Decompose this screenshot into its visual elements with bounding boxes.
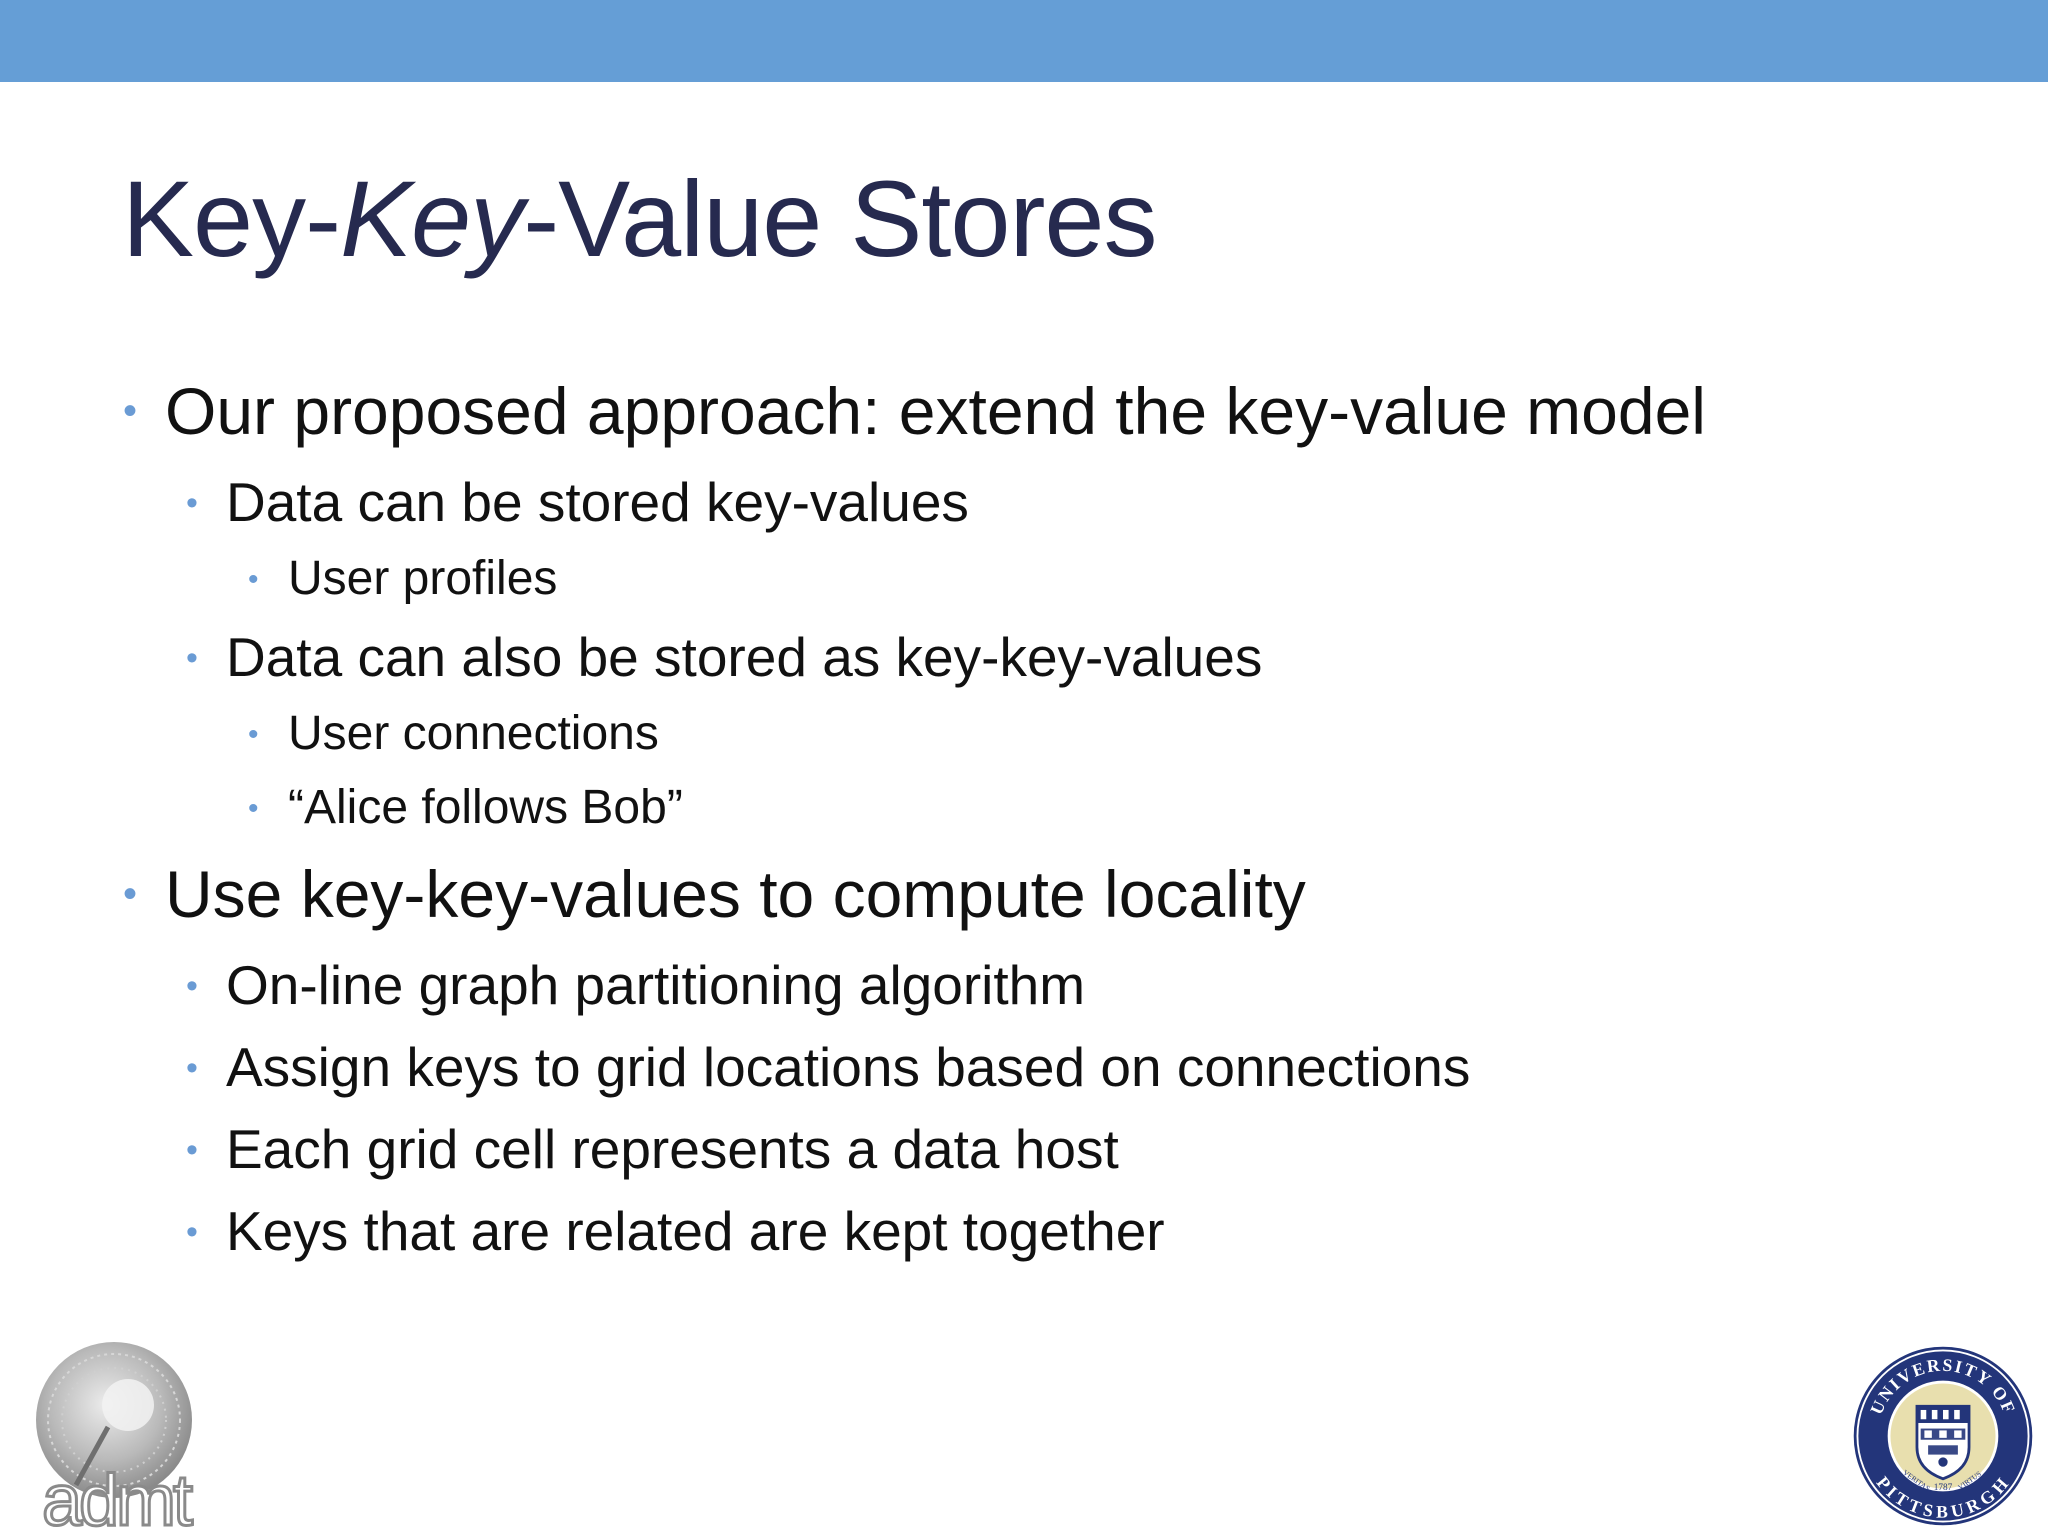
- bullet-dot-icon: •: [248, 792, 259, 825]
- bullet-item: • User profiles: [248, 551, 558, 606]
- bullet-item: • On-line graph partitioning algorithm: [186, 953, 1086, 1017]
- bullet-text: Keys that are related are kept together: [226, 1200, 1165, 1262]
- bullet-dot-icon: •: [186, 1131, 198, 1169]
- bullet-item: • Keys that are related are kept togethe…: [186, 1199, 1165, 1263]
- bullet-item: • Our proposed approach: extend the key-…: [123, 373, 1706, 449]
- bullet-item: • User connections: [248, 706, 659, 761]
- top-accent-bar: [0, 0, 2048, 82]
- title-part-1: Key-: [122, 158, 341, 279]
- bullet-dot-icon: •: [186, 1049, 198, 1087]
- bullet-text: “Alice follows Bob”: [288, 781, 683, 834]
- bullet-text: Assign keys to grid locations based on c…: [226, 1036, 1471, 1098]
- seal-year: 1787: [1934, 1483, 1953, 1493]
- bullet-text: Use key-key-values to compute locality: [165, 857, 1306, 931]
- bullet-dot-icon: •: [248, 718, 259, 751]
- bullet-dot-icon: •: [123, 872, 138, 916]
- bullet-dot-icon: •: [186, 967, 198, 1005]
- admt-logo-text: admt: [42, 1461, 193, 1535]
- bullet-item: • Data can be stored key-values: [186, 470, 969, 534]
- title-part-2-italic: Key: [340, 158, 524, 279]
- bullet-text: Each grid cell represents a data host: [226, 1118, 1119, 1180]
- bullet-dot-icon: •: [186, 639, 198, 677]
- bullet-text: Data can be stored key-values: [226, 471, 969, 533]
- university-seal-icon: UNIVERSITY OF PITTSBURGH 1787 VERITAS VI…: [1853, 1346, 2033, 1526]
- title-part-3: -Value Stores: [523, 158, 1157, 279]
- bullet-item: • “Alice follows Bob”: [248, 780, 683, 835]
- bullet-dot-icon: •: [248, 563, 259, 596]
- bullet-item: • Assign keys to grid locations based on…: [186, 1035, 1471, 1099]
- bullet-text: Our proposed approach: extend the key-va…: [165, 374, 1706, 448]
- bullet-text: User connections: [288, 707, 659, 760]
- slide-title: Key-Key-Value Stores: [122, 165, 1158, 273]
- bullet-item: • Use key-key-values to compute locality: [123, 856, 1306, 932]
- bullet-item: • Data can also be stored as key-key-val…: [186, 625, 1263, 689]
- bullet-text: On-line graph partitioning algorithm: [226, 954, 1086, 1016]
- bullet-dot-icon: •: [186, 1213, 198, 1251]
- bullet-item: • Each grid cell represents a data host: [186, 1117, 1119, 1181]
- admt-logo-icon: admt: [36, 1342, 198, 1535]
- bullet-text: Data can also be stored as key-key-value…: [226, 626, 1263, 688]
- bullet-dot-icon: •: [123, 389, 138, 433]
- bullet-text: User profiles: [288, 552, 558, 605]
- bullet-dot-icon: •: [186, 484, 198, 522]
